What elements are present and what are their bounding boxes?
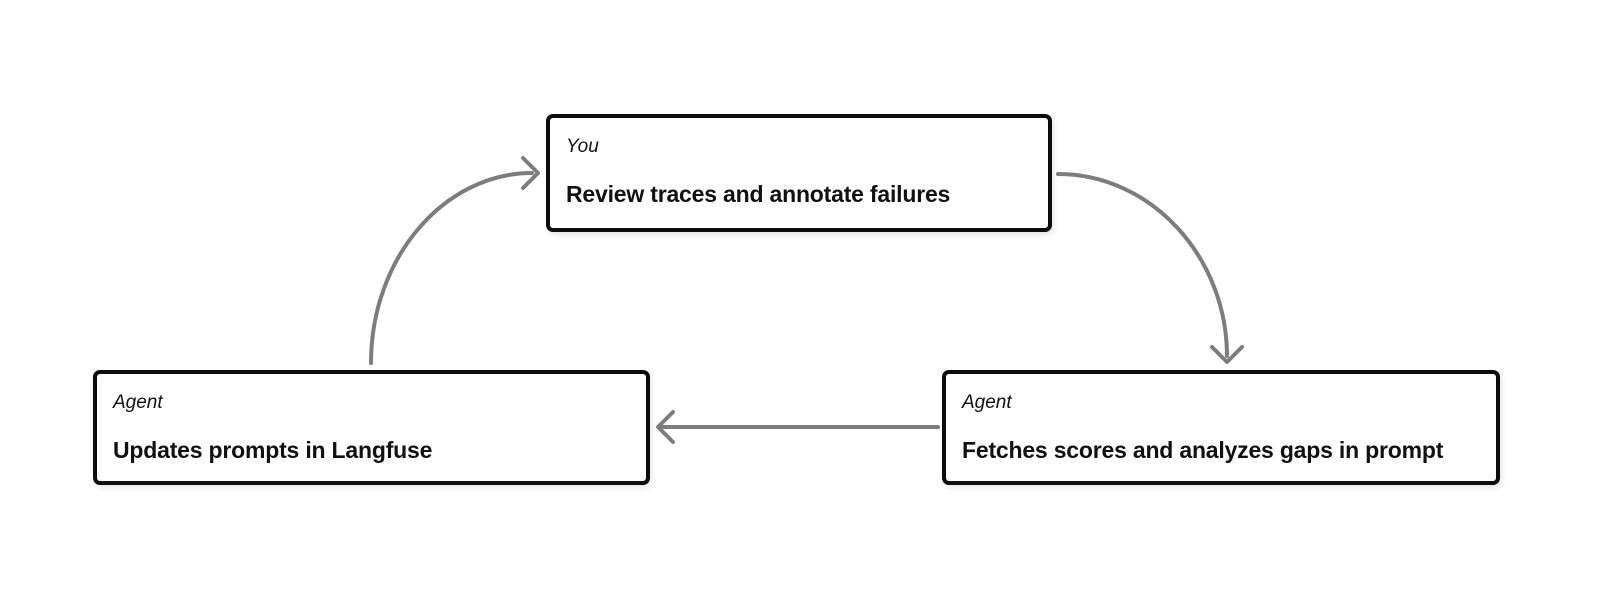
node-role-label: Agent (962, 392, 1012, 413)
arrow-review-to-fetches (1056, 172, 1244, 364)
arrow-fetches-to-updates (656, 410, 940, 444)
arrowhead-down-icon (1210, 345, 1244, 364)
node-role-label: You (566, 136, 599, 157)
node-role-label: Agent (113, 392, 163, 413)
node-title-label: Review traces and annotate failures (566, 181, 951, 207)
arrowhead-right-icon (521, 156, 540, 190)
node-review-traces: You Review traces and annotate failures (546, 114, 1052, 232)
arrow-updates-to-review (369, 156, 540, 365)
node-updates-prompts: Agent Updates prompts in Langfuse (93, 370, 650, 485)
node-title-label: Fetches scores and analyzes gaps in prom… (962, 437, 1444, 463)
node-fetches-scores: Agent Fetches scores and analyzes gaps i… (942, 370, 1500, 485)
arrowhead-left-icon (656, 410, 675, 444)
node-title-label: Updates prompts in Langfuse (113, 437, 433, 463)
